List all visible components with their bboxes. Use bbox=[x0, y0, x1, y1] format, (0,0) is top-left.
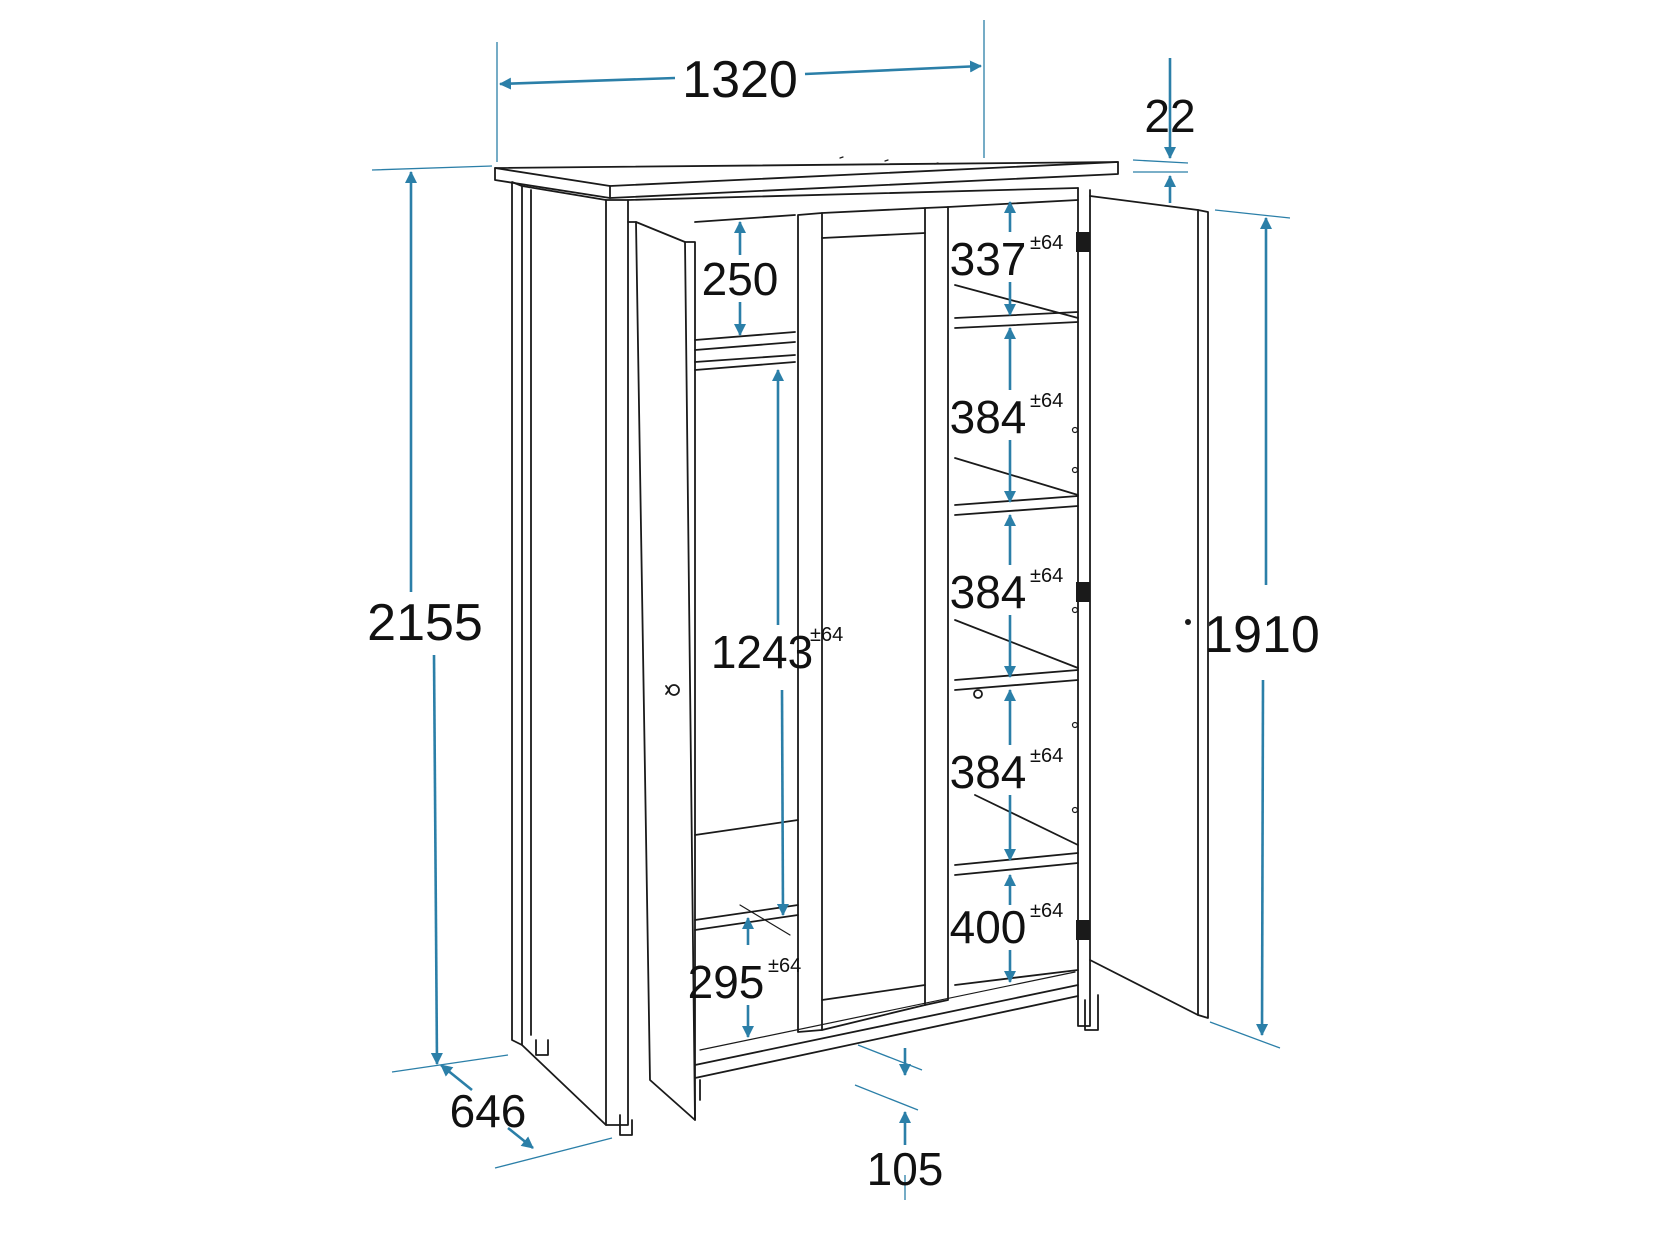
shelf-1-tol: ±64 bbox=[1030, 232, 1063, 254]
shelf-2-tol: ±64 bbox=[1030, 390, 1063, 412]
dim-door-height: 1910 bbox=[1204, 209, 1320, 1049]
overall-height-label: 2155 bbox=[367, 594, 483, 652]
left-compartment bbox=[694, 214, 799, 936]
shelf-1-label: 337 bbox=[950, 233, 1027, 285]
dim-shelf-4: 384 ±64 bbox=[950, 689, 1063, 861]
dim-left-hanging: 1243 ±64 bbox=[711, 369, 843, 916]
left-hanging-tol: ±64 bbox=[810, 624, 843, 646]
hinge-icon bbox=[1076, 582, 1090, 602]
shelf-4-label: 384 bbox=[950, 746, 1027, 798]
right-door bbox=[1076, 195, 1209, 1019]
shelf-3-tol: ±64 bbox=[1030, 565, 1063, 587]
shelf-2-label: 384 bbox=[950, 391, 1027, 443]
center-door bbox=[797, 206, 949, 1033]
wardrobe bbox=[494, 156, 1209, 1136]
hinge-icon bbox=[1076, 920, 1090, 940]
left-door bbox=[627, 221, 696, 1121]
left-bottom-space-tol: ±64 bbox=[768, 955, 801, 977]
right-compartment bbox=[947, 199, 1079, 986]
top-board bbox=[494, 156, 1119, 199]
dimensions: 1320 22 2155 646 1910 bbox=[367, 20, 1320, 1200]
plinth-label: 105 bbox=[867, 1143, 944, 1195]
front-frame bbox=[605, 187, 1091, 1126]
dim-top-thickness: 22 bbox=[1132, 58, 1196, 203]
left-top-space-label: 250 bbox=[702, 253, 779, 305]
left-bottom-space-label: 295 bbox=[688, 956, 765, 1008]
dim-depth: 646 bbox=[440, 1063, 613, 1169]
shelf-3-label: 384 bbox=[950, 566, 1027, 618]
overall-width-label: 1320 bbox=[682, 51, 798, 109]
dim-shelf-3: 384 ±64 bbox=[950, 514, 1063, 678]
dim-left-top-space: 250 bbox=[702, 221, 779, 336]
dim-shelf-2: 384 ±64 bbox=[950, 327, 1063, 503]
door-knob-icon bbox=[1185, 619, 1191, 625]
dim-left-bottom-space: 295 ±64 bbox=[688, 917, 801, 1038]
top-thickness-label: 22 bbox=[1144, 90, 1195, 142]
left-side-panel bbox=[511, 181, 607, 1126]
door-knob-icon bbox=[668, 684, 680, 696]
depth-label: 646 bbox=[450, 1085, 527, 1137]
dim-plinth: 105 bbox=[854, 1044, 944, 1200]
dim-shelf-5: 400 ±64 bbox=[950, 874, 1063, 983]
dim-overall-height: 2155 bbox=[367, 165, 509, 1073]
shelf-4-tol: ±64 bbox=[1030, 745, 1063, 767]
legs bbox=[535, 994, 1099, 1136]
dim-overall-width: 1320 bbox=[496, 20, 985, 162]
shelf-5-tol: ±64 bbox=[1030, 900, 1063, 922]
door-height-label: 1910 bbox=[1204, 606, 1320, 664]
shelf-5-label: 400 bbox=[950, 901, 1027, 953]
hinge-icon bbox=[1076, 232, 1090, 252]
dim-shelf-1: 337 ±64 bbox=[950, 201, 1063, 316]
left-hanging-label: 1243 bbox=[711, 626, 813, 678]
